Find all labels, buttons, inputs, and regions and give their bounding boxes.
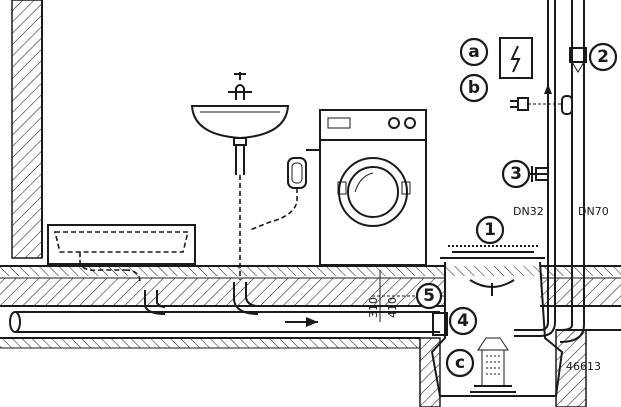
floor-slab — [0, 265, 621, 307]
svg-text:2: 2 — [597, 47, 609, 67]
dimension-310: 310 — [367, 297, 380, 318]
callout-3: 3 — [501, 159, 531, 189]
flow-arrow-icon — [306, 317, 318, 327]
power-plug — [510, 97, 562, 111]
pit-walls — [0, 329, 621, 407]
label-dn32: DN32 — [513, 205, 544, 218]
dimension-410: 410 — [386, 297, 399, 318]
control-knob-icon — [388, 117, 400, 129]
up-arrow-icon — [544, 84, 552, 94]
svg-text:3: 3 — [510, 164, 522, 184]
callout-c: c — [445, 348, 475, 378]
sewer-pipe — [9, 311, 440, 333]
svg-text:c: c — [455, 353, 465, 373]
callout-b: b — [459, 73, 489, 103]
label-dn70: DN70 — [578, 205, 609, 218]
callout-a: a — [459, 37, 489, 67]
washing-machine-hose — [249, 149, 320, 231]
svg-text:1: 1 — [484, 220, 496, 240]
cover-grate — [440, 245, 545, 259]
left-wall — [11, 0, 43, 259]
discharge-pipes — [514, 0, 587, 343]
drawing-number: 46613 — [566, 360, 601, 373]
electrical-box — [499, 37, 533, 79]
washing-machine — [319, 109, 427, 266]
svg-text:a: a — [468, 42, 479, 62]
shutoff-valve — [530, 166, 549, 182]
callout-1: 1 — [475, 215, 505, 245]
svg-text:b: b — [468, 78, 480, 98]
lightning-bolt-icon — [510, 45, 521, 73]
control-knob-icon — [404, 117, 416, 129]
bathtub — [47, 224, 196, 315]
callout-2: 2 — [588, 42, 618, 72]
inlet-connector — [432, 312, 448, 336]
svg-text:4: 4 — [457, 311, 469, 331]
callout-4: 4 — [448, 306, 478, 336]
svg-text:5: 5 — [423, 286, 435, 306]
faucet-icon — [228, 72, 252, 100]
pump-unit — [470, 337, 516, 393]
callout-5: 5 — [415, 282, 443, 310]
drum-door-icon — [338, 157, 408, 227]
vent-valve — [569, 47, 587, 63]
wash-basin — [190, 72, 290, 315]
